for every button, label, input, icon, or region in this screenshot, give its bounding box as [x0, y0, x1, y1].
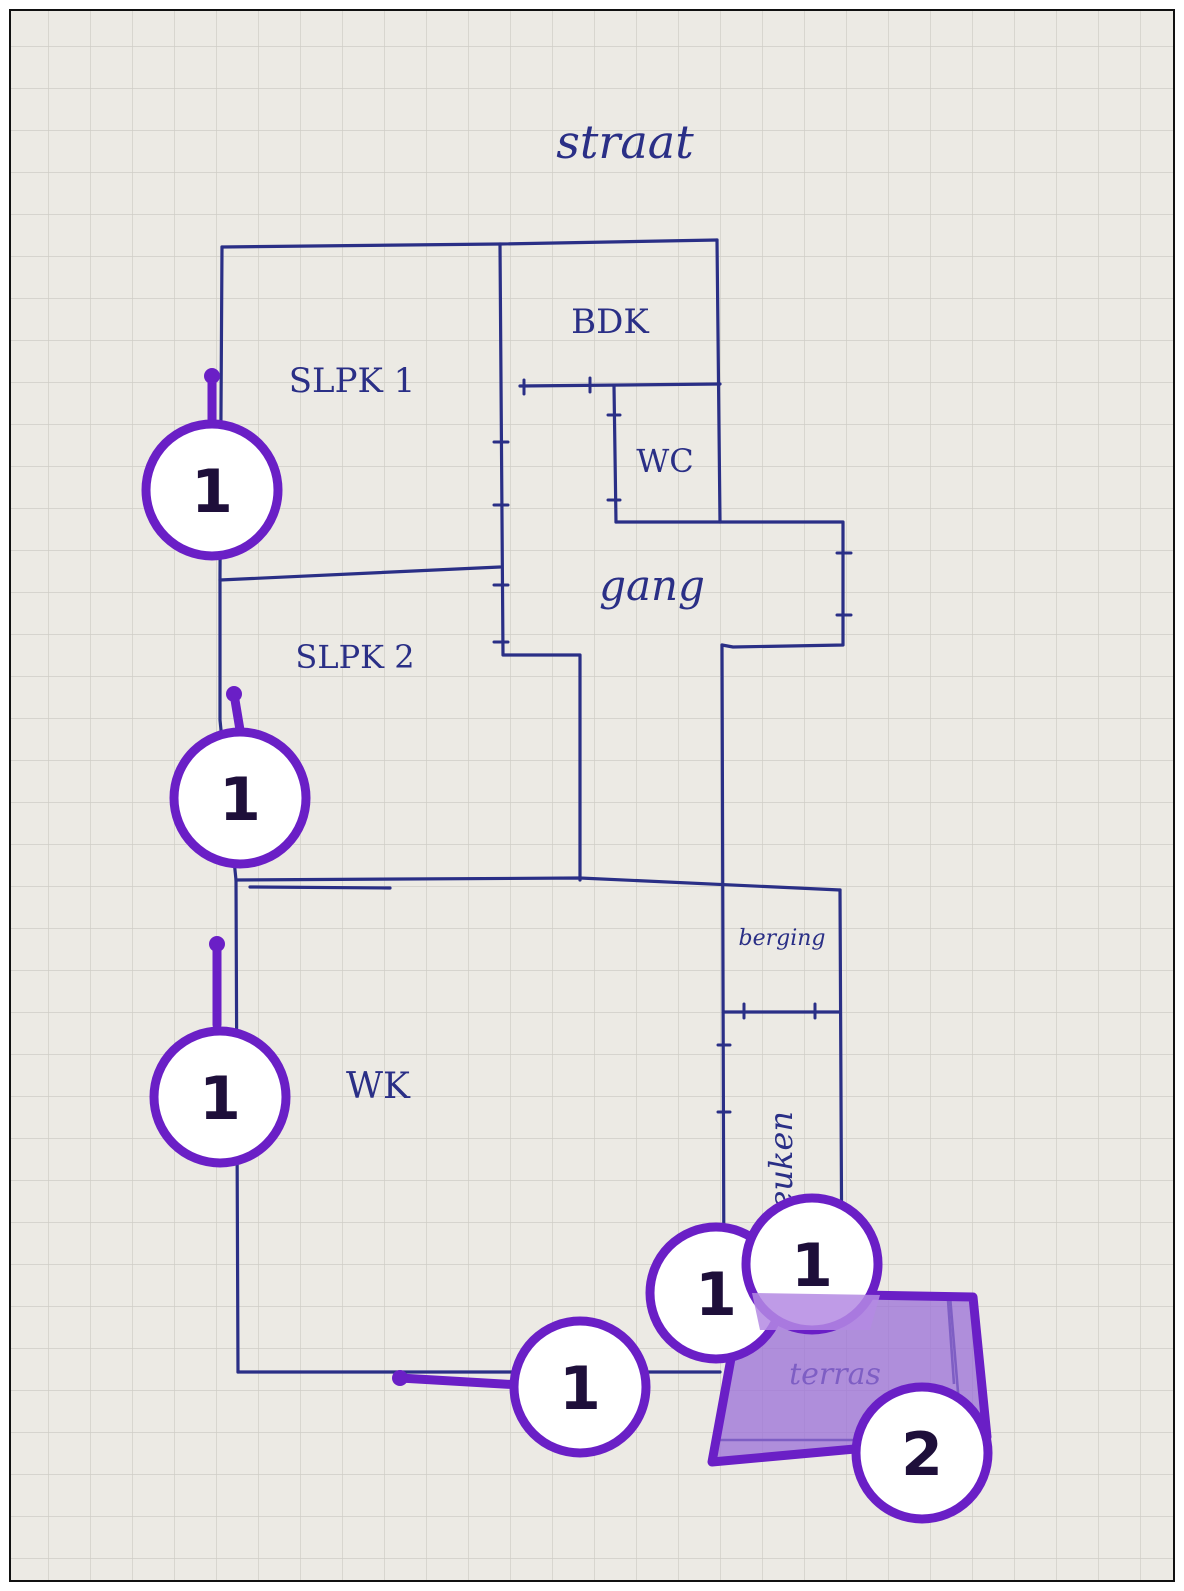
marker-1-bedroom1[interactable]: 1 — [141, 419, 283, 561]
marker-label: 2 — [901, 1420, 943, 1490]
marker-label: 1 — [199, 1064, 241, 1134]
room-label-storage: berging — [739, 926, 826, 951]
wall-ticks — [236, 376, 853, 1362]
terrace-highlight-overlap — [752, 1293, 880, 1330]
marker-label: 1 — [191, 457, 233, 527]
marker-label: 1 — [559, 1354, 601, 1424]
marker-label: 1 — [695, 1260, 737, 1330]
room-label-bedroom2: SLPK 2 — [295, 638, 414, 676]
room-label-hallway: gang — [599, 561, 705, 610]
room-label-bathroom: BDK — [571, 302, 649, 342]
marker-leader-dots — [204, 368, 408, 1386]
street-label: straat — [556, 115, 694, 169]
marker-label: 1 — [219, 765, 261, 835]
floor-plan-walls — [218, 238, 845, 1374]
room-label-toilet: WC — [636, 442, 693, 480]
marker-label: 1 — [791, 1231, 833, 1301]
marker-2-terrace[interactable]: 2 — [851, 1382, 993, 1524]
room-label-living: WK — [346, 1066, 411, 1107]
image-frame — [9, 9, 1175, 1582]
marker-1-bedroom2[interactable]: 1 — [169, 727, 311, 869]
marker-1-living-bottom[interactable]: 1 — [509, 1316, 651, 1458]
room-label-bedroom1: SLPK 1 — [289, 361, 416, 401]
marker-1-living[interactable]: 1 — [149, 1026, 291, 1168]
